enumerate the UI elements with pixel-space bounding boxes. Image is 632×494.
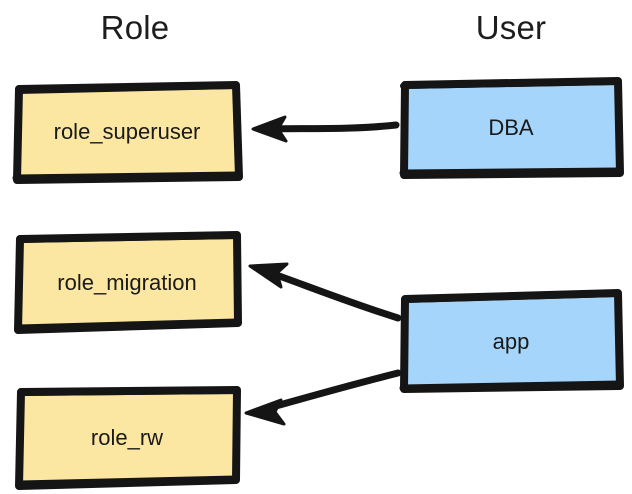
edge-app-to-role-migration <box>248 262 402 322</box>
edge-dba-to-role-superuser <box>251 115 400 143</box>
node-app[interactable]: app <box>399 289 624 394</box>
app-shape <box>399 289 624 393</box>
node-role-superuser[interactable]: role_superuser <box>12 79 243 185</box>
edge-app-to-role-rw <box>244 369 402 426</box>
node-role-migration[interactable]: role_migration <box>13 231 242 335</box>
node-role-rw[interactable]: role_rw <box>13 386 241 490</box>
dba-shape <box>399 77 624 179</box>
column-header-user: User <box>475 9 547 46</box>
node-dba[interactable]: DBA <box>399 76 624 180</box>
column-header-role: Role <box>100 9 170 46</box>
role-migration-shape <box>14 231 242 334</box>
role-rw-shape <box>15 386 241 490</box>
role-superuser-shape <box>12 81 243 184</box>
